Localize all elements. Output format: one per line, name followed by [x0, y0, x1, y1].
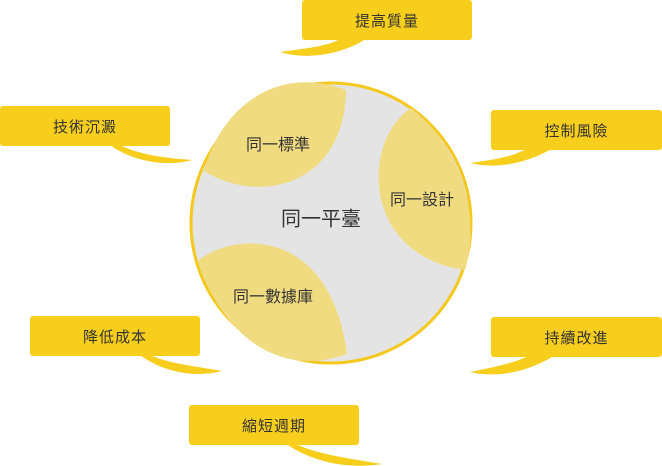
callout-tail-cost — [140, 355, 222, 374]
segment-standard — [204, 82, 346, 187]
callout-tail-risk — [470, 148, 553, 166]
callout-risk: 控制風險 — [491, 110, 662, 150]
callout-quality: 提高質量 — [302, 0, 472, 40]
segment-database — [198, 243, 347, 361]
segment-design-label: 同一設計 — [389, 190, 455, 209]
segment-standard-label: 同一標準 — [245, 135, 311, 154]
segment-database-label: 同一數據庫 — [232, 287, 314, 306]
callout-improve: 持續改進 — [491, 317, 662, 357]
center-label: 同一平臺 — [281, 206, 361, 231]
callout-tail-tech — [110, 145, 192, 164]
segment-design — [378, 108, 471, 270]
callout-tech: 技術沉澱 — [0, 106, 170, 146]
callout-tail-cycle — [288, 445, 382, 466]
callout-tail-improve — [470, 355, 555, 375]
callout-cost: 降低成本 — [30, 316, 200, 356]
callout-cycle: 縮短週期 — [189, 405, 359, 445]
callout-tail-quality — [280, 40, 364, 56]
